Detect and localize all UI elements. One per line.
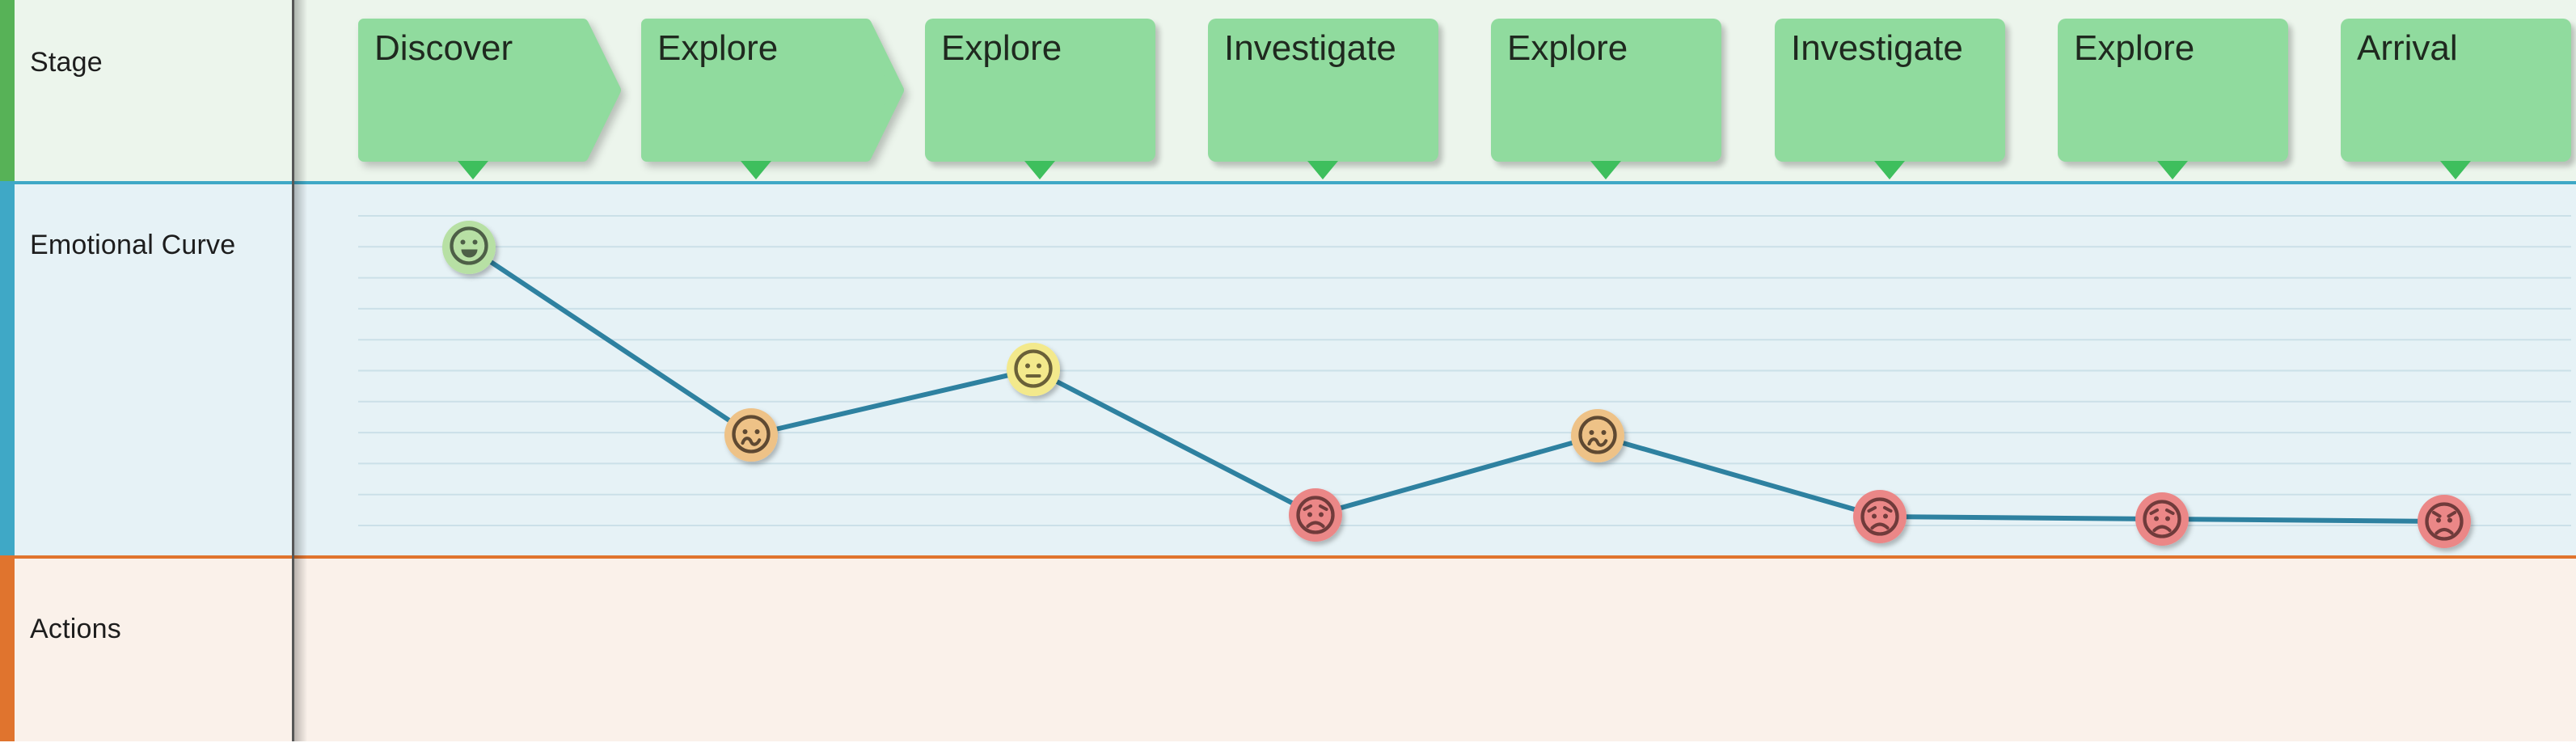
stage-arrow-shape [358, 19, 621, 162]
stage-arrow-shape [641, 19, 904, 162]
stage-shape-investigate-6[interactable]: Investigate [1775, 19, 2038, 179]
stage-shape-investigate-4[interactable]: Investigate [1208, 19, 1471, 179]
emotion-point-confused-5[interactable] [1571, 409, 1624, 462]
stage-label: Explore [2074, 28, 2195, 68]
emotional-curve-line [467, 245, 2447, 524]
label-column-divider [292, 0, 294, 741]
stage-curve-divider [0, 181, 2576, 184]
emotion-point-worried-7[interactable] [2135, 492, 2189, 546]
stage-label: Investigate [1791, 28, 1963, 68]
stage-row: Stage Discover Explore Explore Investigate E… [0, 0, 2576, 181]
stage-pointer-triangle [741, 161, 771, 179]
stage-row-accent-bar [0, 0, 15, 181]
emotion-point-neutral-3[interactable] [1007, 343, 1060, 396]
stage-shape-discover-1[interactable]: Discover [358, 19, 621, 179]
stage-row-label: Stage [30, 47, 103, 78]
stage-pointer-triangle [1024, 161, 1055, 179]
stage-shape-arrival-8[interactable]: Arrival [2341, 19, 2576, 179]
stage-shape-explore-7[interactable]: Explore [2058, 19, 2321, 179]
stage-pointer-triangle [1307, 161, 1338, 179]
emotion-point-confused-2[interactable] [724, 408, 778, 462]
emotion-point-worried-4[interactable] [1289, 488, 1342, 542]
stage-rect-shape [1491, 19, 1721, 162]
actions-row: Actions Wants to nominate coworker for a… [0, 559, 2576, 741]
stage-label: Investigate [1224, 28, 1396, 68]
stage-pointer-triangle [1590, 161, 1621, 179]
curve-row-accent-bar [0, 184, 15, 555]
stage-rect-shape [2341, 19, 2571, 162]
emotion-point-angry-8[interactable] [2418, 495, 2471, 548]
stage-shape-explore-5[interactable]: Explore [1491, 19, 1754, 179]
curve-actions-divider [0, 555, 2576, 559]
stage-pointer-triangle [2440, 161, 2471, 179]
stage-rect-shape [2058, 19, 2288, 162]
stage-shape-explore-2[interactable]: Explore [641, 19, 904, 179]
stage-pointer-triangle [458, 161, 488, 179]
stage-label: Explore [657, 28, 779, 68]
stage-pointer-triangle [1874, 161, 1905, 179]
curve-row-label: Emotional Curve [30, 230, 236, 260]
stage-label: Explore [1507, 28, 1628, 68]
stage-rect-shape [1208, 19, 1438, 162]
stage-shape-explore-3[interactable]: Explore [925, 19, 1188, 179]
stage-pointer-triangle [2157, 161, 2188, 179]
actions-row-accent-bar [0, 559, 15, 741]
stage-label: Arrival [2357, 28, 2458, 68]
stage-label: Explore [941, 28, 1062, 68]
stage-rect-shape [925, 19, 1155, 162]
stage-label: Discover [374, 28, 513, 68]
emotion-point-worried-6[interactable] [1853, 490, 1907, 543]
actions-row-label: Actions [30, 614, 121, 644]
stage-rect-shape [1775, 19, 2005, 162]
label-column-divider-shadow [294, 0, 307, 741]
emotion-point-happy-1[interactable] [442, 221, 496, 274]
